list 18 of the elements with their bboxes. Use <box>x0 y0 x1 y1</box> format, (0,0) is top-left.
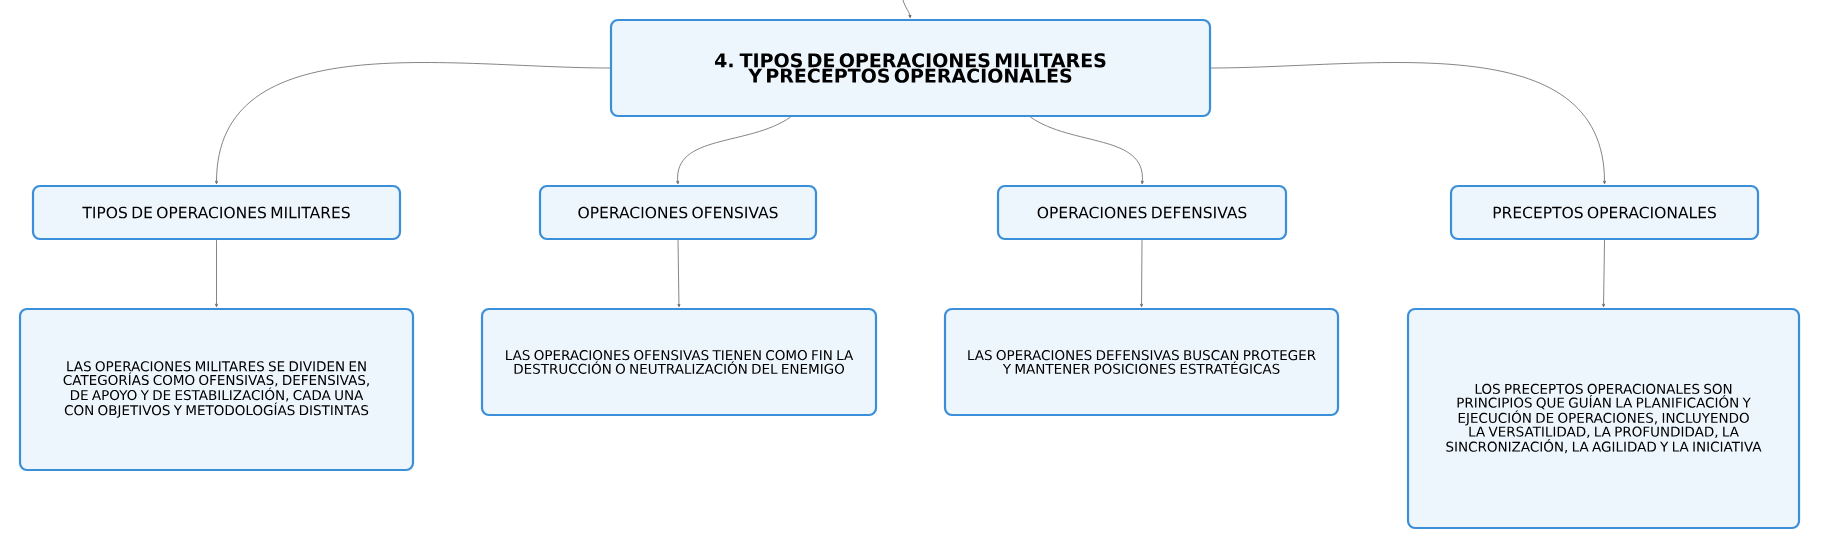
connector <box>1030 116 1144 185</box>
connector <box>215 62 611 185</box>
connector <box>215 239 218 308</box>
description-box: LAS OPERACIONES DEFENSIVAS BUSCAN PROTEGER Y MANTENER POSICIONES ESTRATÉGICAS <box>943 307 1340 417</box>
category-box: OPERACIONES DEFENSIVAS <box>996 184 1288 241</box>
title-box: 4. TIPOS DE OPERACIONES MILITARES Y PRECEPTOS OPERACIONALES <box>609 18 1212 118</box>
connector <box>1602 239 1606 308</box>
category-box: OPERACIONES OFENSIVAS <box>538 184 818 241</box>
connector <box>676 116 791 185</box>
description-box: LAS OPERACIONES MILITARES SE DIVIDEN EN CATEGORÍAS COMO OFENSIVAS, DEFENSIVAS, DE APOYO Y DE ESTABILIZACIÓN, CADA UNA CON OBJETIVOS Y METODOLOGÍAS DISTINTAS <box>18 307 415 472</box>
connector <box>1140 239 1144 308</box>
connector <box>677 239 681 308</box>
category-box: TIPOS DE OPERACIONES MILITARES <box>31 184 402 241</box>
category-box: PRECEPTOS OPERACIONALES <box>1449 184 1760 241</box>
description-box: LOS PRECEPTOS OPERACIONALES SON PRINCIPIOS QUE GUÍAN LA PLANIFICACIÓN Y EJECUCIÓN DE OPERACIONES, INCLUYENDO LA VERSATILIDAD, LA PROFUNDIDAD, LA SINCRONIZACIÓN, LA AGILIDAD Y LA INICIATIVA <box>1406 307 1801 530</box>
connector <box>1210 62 1606 185</box>
connector <box>902 0 912 19</box>
description-box: LAS OPERACIONES OFENSIVAS TIENEN COMO FIN LA DESTRUCCIÓN O NEUTRALIZACIÓN DEL ENEMIGO <box>480 307 878 417</box>
